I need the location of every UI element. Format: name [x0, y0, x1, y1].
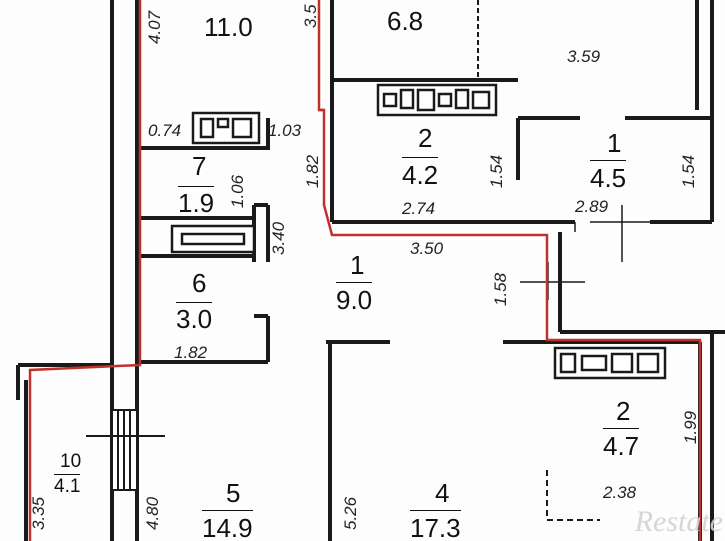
fixture	[454, 88, 470, 110]
dim-4.80: 4.80	[143, 496, 162, 530]
room-5-area: 14.9	[202, 510, 253, 541]
dim-2.38: 2.38	[603, 483, 637, 502]
room-1a-area: 4.5	[590, 160, 627, 191]
dim-1.06: 1.06	[228, 174, 247, 208]
room-5-number: 5	[226, 478, 241, 508]
room-7-area: 1.9	[178, 186, 215, 218]
dim-3.40: 3.40	[269, 221, 288, 255]
fixture	[180, 232, 246, 246]
fixture	[580, 354, 608, 372]
dim-1.99: 1.99	[681, 410, 700, 444]
stairs	[86, 409, 165, 491]
fixture	[610, 352, 634, 374]
room-4-number: 4	[435, 478, 450, 508]
fixtures	[170, 83, 667, 380]
dim-4.07: 4.07	[145, 10, 164, 44]
dim-3.5: 3.5	[301, 4, 320, 28]
room-1b-area: 9.0	[336, 282, 373, 313]
dim-1.82-h: 1.82	[174, 343, 208, 362]
room-7-number: 7	[192, 151, 207, 181]
dim-0.74: 0.74	[148, 121, 182, 140]
room-6.8-area: 6.8	[387, 6, 424, 36]
room-6-number: 6	[192, 268, 207, 298]
room-1b-number: 1	[350, 250, 365, 280]
dim-2.74: 2.74	[402, 199, 436, 218]
fixture	[416, 88, 436, 112]
dim-1.82-v: 1.82	[303, 154, 322, 188]
room-2b-area: 4.7	[603, 428, 640, 459]
fixture	[216, 117, 230, 129]
fixture	[636, 352, 660, 374]
dim-1.54-a: 1.54	[487, 154, 506, 188]
dim-5.26: 5.26	[341, 496, 360, 530]
fixture	[399, 88, 415, 110]
room-6-area: 3.0	[176, 302, 213, 334]
room-2a-number: 2	[418, 123, 433, 153]
dim-3.50: 3.50	[410, 239, 444, 258]
dim-1.54-b: 1.54	[679, 154, 698, 188]
boundary-line	[28, 0, 142, 541]
fixture	[231, 117, 253, 139]
markers	[520, 205, 650, 300]
room-2b-number: 2	[616, 396, 631, 426]
room-2a-area: 4.2	[402, 157, 439, 190]
dim-1.03: 1.03	[268, 121, 302, 140]
fixture	[559, 352, 577, 374]
room-11-area: 11.0	[204, 12, 253, 42]
dim-2.89: 2.89	[575, 197, 609, 216]
room-10-number: 10	[60, 451, 82, 472]
fixture	[382, 92, 398, 108]
room-4-area: 17.3	[410, 510, 461, 541]
watermark-logo: Restate	[634, 505, 723, 538]
fixture	[199, 117, 215, 139]
apartment-boundary	[28, 0, 702, 541]
room-1a-number: 1	[607, 128, 622, 158]
room-10-area: 4.1	[54, 474, 81, 497]
dim-1.58: 1.58	[491, 272, 510, 306]
fixture	[471, 90, 491, 110]
fixture	[437, 92, 453, 108]
dim-3.35: 3.35	[29, 496, 48, 530]
wall	[546, 470, 600, 521]
dim-3.59: 3.59	[567, 47, 601, 66]
